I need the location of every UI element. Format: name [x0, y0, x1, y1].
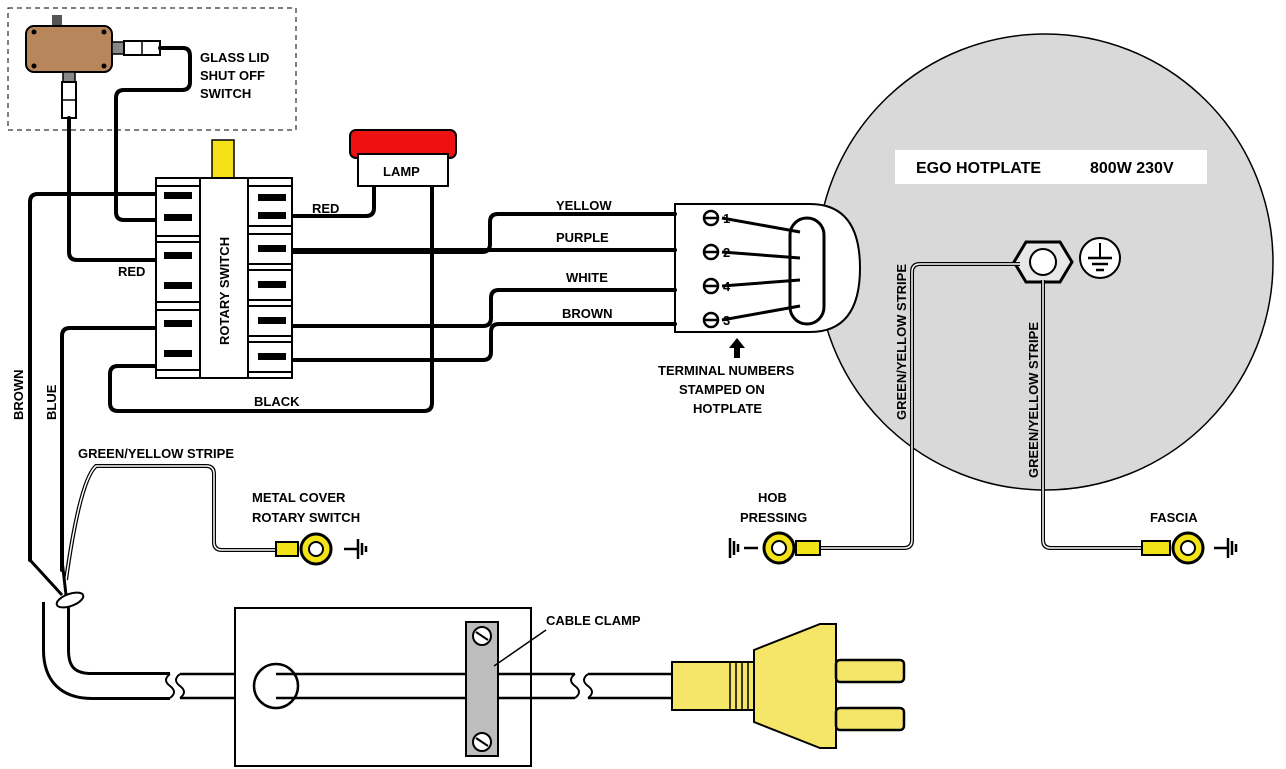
plug-cable [570, 672, 680, 700]
terminal-note-1: TERMINAL NUMBERS [658, 363, 795, 378]
lamp-label: LAMP [383, 164, 420, 179]
terminal-number-1: 1 [723, 211, 730, 226]
terminal-note-2: STAMPED ON [679, 382, 765, 397]
glass-lid-label-2: SHUT OFF [200, 68, 265, 83]
wire-label-yellow: YELLOW [556, 198, 612, 213]
hob-label-2: PRESSING [740, 510, 807, 525]
wire-label-white: WHITE [566, 270, 608, 285]
metal-cover-label-1: METAL COVER [252, 490, 346, 505]
hotplate-rating: 800W 230V [1090, 160, 1174, 177]
terminal-note-3: HOTPLATE [693, 401, 762, 416]
terminal-number-3: 3 [723, 313, 730, 328]
earth-ring-fascia [1141, 531, 1205, 565]
terminal-screw-4: 4 [702, 277, 731, 295]
wires [28, 46, 677, 572]
hotplate-terminal-block: 1 2 4 3 [674, 203, 862, 333]
ground-icon [1214, 538, 1238, 558]
earth-ring-hob [762, 531, 821, 565]
earth-icon [1079, 237, 1121, 279]
ground-icon [728, 538, 758, 558]
wire-label-gy-left: GREEN/YELLOW STRIPE [78, 446, 234, 461]
hotplate-name: EGO HOTPLATE [916, 160, 1041, 177]
glass-lid-switch: GLASS LID SHUT OFF SWITCH [7, 7, 297, 131]
earth-ring-metal-cover [275, 532, 333, 566]
ground-icon [344, 539, 368, 559]
wire-label-blue: BLUE [44, 384, 59, 420]
wire-label-brown-right: BROWN [562, 306, 613, 321]
wire-label-purple: PURPLE [556, 230, 609, 245]
metal-cover-label-2: ROTARY SWITCH [252, 510, 360, 525]
wire-label-red-top: RED [312, 201, 339, 216]
wire-label-gy-mid: GREEN/YELLOW STRIPE [894, 264, 909, 420]
glass-lid-label-1: GLASS LID [200, 50, 269, 65]
wire-label-red-left: RED [118, 264, 145, 279]
earth-wires [64, 262, 1148, 581]
glass-lid-label-3: SWITCH [200, 86, 251, 101]
rotary-switch-label: ROTARY SWITCH [217, 237, 232, 345]
terminal-screw-3: 3 [702, 311, 730, 329]
terminal-number-2: 2 [723, 245, 730, 260]
terminal-screw-2: 2 [702, 243, 730, 261]
wire-label-black: BLACK [254, 394, 300, 409]
mains-cable [28, 558, 235, 700]
cable-clamp-box: CABLE CLAMP [234, 607, 641, 767]
wire-label-brown-left: BROWN [11, 369, 26, 420]
hob-label-1: HOB [758, 490, 787, 505]
fascia-label: FASCIA [1150, 510, 1198, 525]
wire-label-gy-right: GREEN/YELLOW STRIPE [1026, 322, 1041, 478]
hotplate: EGO HOTPLATE 800W 230V [816, 33, 1274, 491]
mains-plug [671, 623, 906, 749]
lamp: LAMP [349, 129, 457, 187]
arrow-up-icon [729, 338, 745, 358]
cable-clamp-label: CABLE CLAMP [546, 613, 641, 628]
terminal-number-4: 4 [723, 279, 731, 294]
terminal-screw-1: 1 [702, 209, 730, 227]
rotary-switch: ROTARY SWITCH [155, 139, 293, 379]
